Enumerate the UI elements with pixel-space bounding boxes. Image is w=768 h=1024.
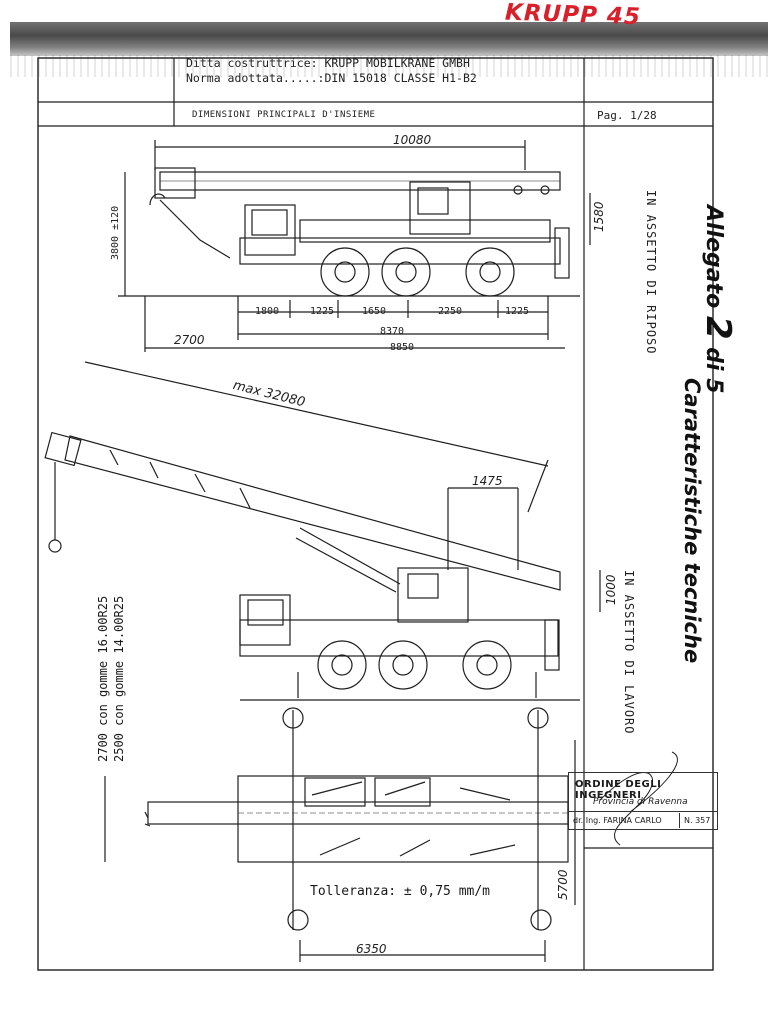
dim-axle-1: 1800	[255, 306, 280, 317]
dim-axle-4: 2250	[438, 306, 463, 317]
crane-top-view	[104, 707, 576, 962]
label-transport: IN ASSETTO DI RIPOSO	[644, 190, 658, 355]
dim-outrigger-span: 6350	[356, 942, 387, 956]
attachment-subtitle: Caratteristiche tecniche	[680, 378, 704, 664]
dim-front-overhang: 2700	[174, 333, 205, 347]
dim-counterweight: 1475	[472, 474, 503, 488]
tire-note-1: 2700 con gomme 16.00R25	[96, 595, 110, 762]
attachment-title: Allegato 2 di 5	[698, 205, 738, 394]
label-working: IN ASSETTO DI LAVORO	[622, 570, 636, 735]
dim-axle-5: 1225	[505, 306, 530, 317]
tire-note-2: 2500 con gomme 14.00R25	[112, 595, 126, 762]
dim-rear-height: 1580	[592, 201, 606, 232]
tire-notes: 2700 con gomme 16.00R25 2500 con gomme 1…	[95, 596, 127, 762]
engineer-stamp: ORDINE DEGLI INGEGNERI Provincia di Rave…	[568, 772, 718, 830]
drawing-frame	[37, 57, 714, 971]
section-title: DIMENSIONI PRINCIPALI D'INSIEME	[192, 110, 376, 120]
dim-total-length: 8850	[390, 342, 415, 353]
dim-turret-height: 1000	[604, 574, 618, 605]
tolerance-note: Tolleranza: ± 0,75 mm/m	[310, 884, 491, 899]
standard-line: Norma adottata.....:DIN 15018 CLASSE H1-…	[186, 71, 477, 85]
attachment-number: 2	[698, 315, 738, 340]
crane-side-view-working	[44, 361, 601, 701]
photocopy-speckle	[10, 55, 768, 77]
dim-axle-2: 1225	[310, 306, 335, 317]
crane-side-view-transport	[118, 140, 591, 352]
stamp-province: Provincia di Ravenna	[593, 797, 688, 807]
manufacturer-line: Ditta costruttrice: KRUPP MOBILKRANE GMB…	[186, 56, 470, 70]
photocopy-shadow-band	[10, 22, 768, 56]
stamp-row: dr. Ing. FARINA CARLO N. 357	[569, 811, 717, 829]
dim-track-width: 5700	[556, 869, 570, 900]
page-number: Pag. 1/28	[597, 109, 657, 122]
stamp-engineer: dr. Ing. FARINA CARLO	[573, 816, 662, 825]
stamp-title: ORDINE DEGLI INGEGNERI	[575, 779, 662, 801]
dim-height: 3800 ±120	[110, 205, 121, 260]
attachment-allegato: Allegato	[701, 205, 726, 309]
stamp-number: N. 357	[679, 813, 710, 828]
dim-overall-boom: 10080	[393, 133, 432, 147]
dim-wheelbase-total: 8370	[380, 326, 405, 337]
attachment-of: di 5	[701, 347, 726, 394]
dim-axle-3: 1650	[362, 306, 387, 317]
